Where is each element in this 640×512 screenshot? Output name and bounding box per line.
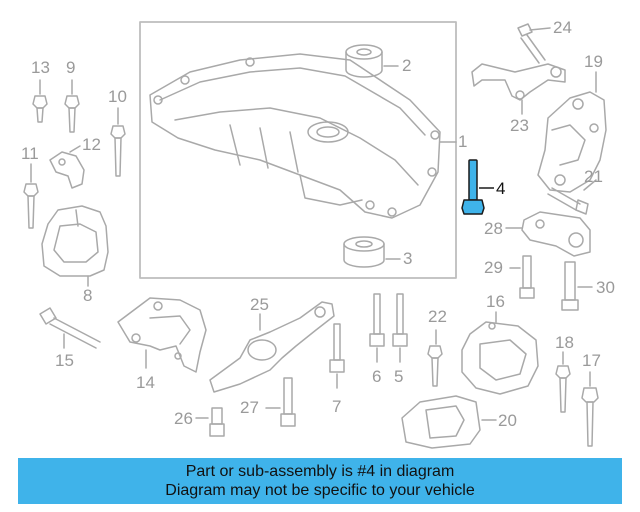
callout-12[interactable]: 12 — [82, 135, 101, 154]
callout-29[interactable]: 29 — [484, 258, 503, 277]
part-5-bolt — [392, 293, 408, 347]
callout-15[interactable]: 15 — [55, 351, 74, 370]
part-11-bolt — [23, 183, 39, 229]
callout-13[interactable]: 13 — [31, 58, 50, 77]
callout-20[interactable]: 20 — [498, 411, 517, 430]
part-26-bolt — [209, 407, 225, 437]
part-17-bolt — [581, 387, 599, 447]
part-12-bracket — [49, 151, 85, 189]
leader-21 — [583, 179, 597, 191]
callout-10[interactable]: 10 — [108, 87, 127, 106]
callout-26[interactable]: 26 — [174, 409, 193, 428]
callout-8[interactable]: 8 — [83, 286, 93, 305]
part-8-mount — [41, 205, 109, 277]
callout-16[interactable]: 16 — [486, 292, 505, 311]
part-3-bushing — [343, 236, 385, 268]
part-20-mount — [401, 395, 481, 449]
part-6-bolt — [369, 293, 385, 347]
callout-3[interactable]: 3 — [403, 249, 413, 268]
part-7-bolt — [329, 323, 345, 373]
part-27-bolt — [280, 377, 296, 427]
part-13-bolt — [32, 95, 48, 123]
part-30-bolt — [561, 261, 579, 311]
callout-14[interactable]: 14 — [136, 373, 155, 392]
info-banner: Part or sub-assembly is #4 in diagram Di… — [18, 458, 622, 504]
part-21-bolt — [547, 187, 589, 215]
part-1-subframe — [149, 53, 441, 219]
callout-24[interactable]: 24 — [553, 18, 572, 37]
callout-27[interactable]: 27 — [240, 398, 259, 417]
callout-17[interactable]: 17 — [582, 351, 601, 370]
part-9-bolt — [64, 95, 80, 133]
part-16-mount — [461, 321, 539, 395]
part-2-bushing — [345, 44, 383, 78]
callout-1[interactable]: 1 — [458, 132, 468, 151]
callout-30[interactable]: 30 — [596, 278, 615, 297]
callout-28[interactable]: 28 — [484, 219, 503, 238]
callout-19[interactable]: 19 — [584, 52, 603, 71]
banner-line-1: Part or sub-assembly is #4 in diagram — [185, 463, 455, 480]
subframe-inset-box — [139, 21, 457, 279]
part-15-bolt — [39, 307, 101, 349]
callout-11[interactable]: 11 — [21, 144, 39, 163]
part-18-bolt — [555, 365, 571, 413]
callout-5[interactable]: 5 — [394, 367, 404, 386]
callout-6[interactable]: 6 — [372, 367, 382, 386]
callout-21[interactable]: 21 — [584, 167, 603, 186]
leader-24 — [529, 27, 551, 31]
callout-7[interactable]: 7 — [332, 397, 342, 416]
callout-22[interactable]: 22 — [428, 307, 447, 326]
part-28-bracket — [521, 211, 591, 257]
callout-25[interactable]: 25 — [250, 295, 269, 314]
part-10-bolt — [110, 125, 126, 177]
part-14-mount — [117, 297, 207, 373]
part-25-arm — [209, 301, 335, 393]
part-23-arm — [471, 63, 566, 101]
callout-23[interactable]: 23 — [510, 116, 529, 135]
part-29-bolt — [519, 255, 535, 299]
part-22-bolt — [427, 345, 443, 387]
leader-12 — [69, 145, 81, 153]
callout-18[interactable]: 18 — [555, 333, 574, 352]
part-4-bolt-highlighted — [461, 159, 485, 215]
callout-4[interactable]: 4 — [496, 179, 506, 198]
part-24-bolt — [517, 23, 546, 64]
callout-9[interactable]: 9 — [66, 58, 76, 77]
part-19-bracket — [537, 91, 607, 193]
callout-2[interactable]: 2 — [402, 56, 412, 75]
banner-line-2: Diagram may not be specific to your vehi… — [165, 482, 475, 499]
